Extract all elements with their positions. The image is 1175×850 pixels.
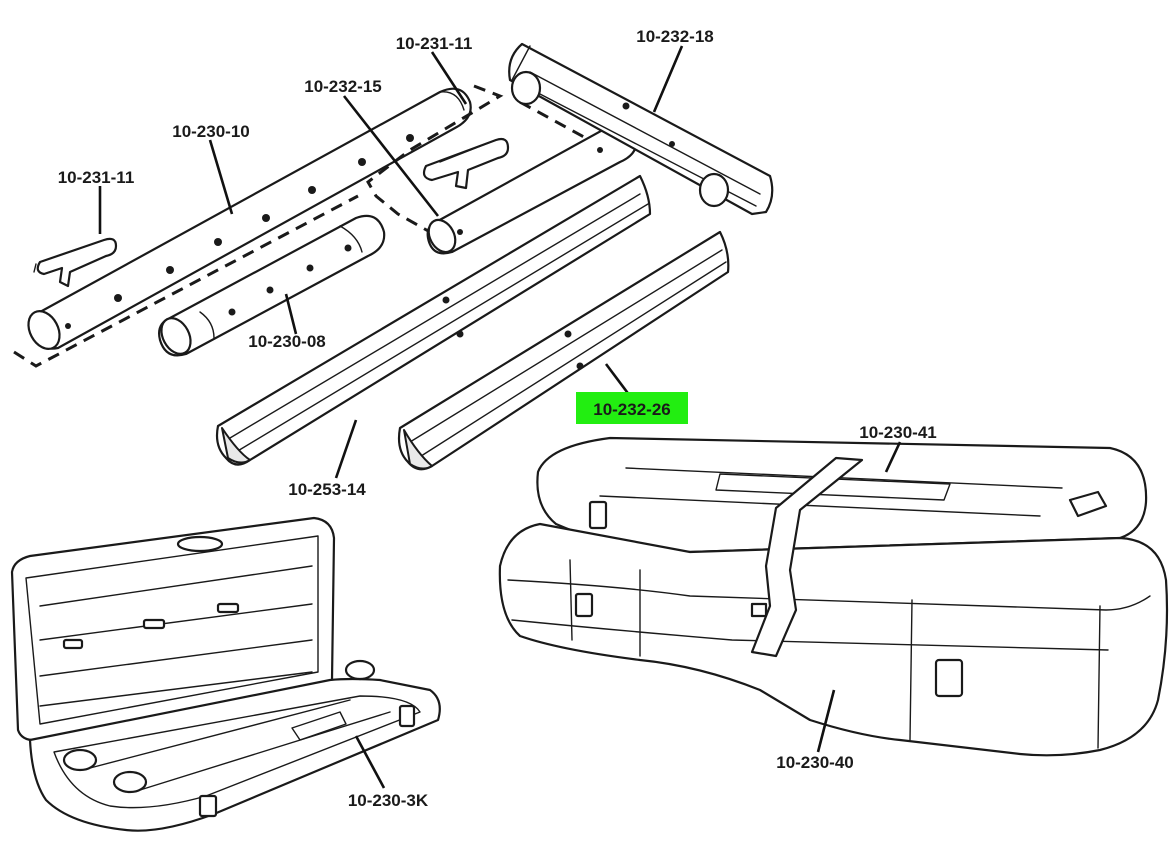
tube-10-230-08 [158,214,386,357]
label-10-232-26: 10-232-26 [593,400,671,419]
label-10-232-15: 10-232-15 [304,77,382,96]
channel-10-232-18 [508,42,774,216]
case-lid-10-230-41 [536,436,1148,590]
dashed-assembly-outline [13,84,605,368]
case-base-10-230-40 [498,522,1169,757]
label-10-231-11-left: 10-231-11 [58,168,135,187]
label-10-230-08: 10-230-08 [248,332,326,351]
label-10-231-11-top: 10-231-11 [396,34,473,53]
part-labels: 10-231-11 10-232-18 10-232-15 10-230-10 … [58,27,937,810]
label-10-253-14: 10-253-14 [288,480,366,499]
highlight-box [576,392,688,424]
label-10-230-41: 10-230-41 [859,423,937,442]
channel-10-232-26 [397,230,730,471]
channel-10-253-14 [215,174,652,466]
open-case-10-230-3K [10,516,441,832]
label-10-232-18: 10-232-18 [636,27,714,46]
label-10-230-40: 10-230-40 [776,753,854,772]
pin-left-10-231-11 [33,237,118,288]
pin-right-10-231-11 [422,137,510,190]
case-strap [750,456,864,658]
label-10-230-3K: 10-230-3K [348,791,429,810]
tube-10-230-10 [27,87,472,350]
label-10-230-10: 10-230-10 [172,122,250,141]
leader-lines [98,45,902,789]
